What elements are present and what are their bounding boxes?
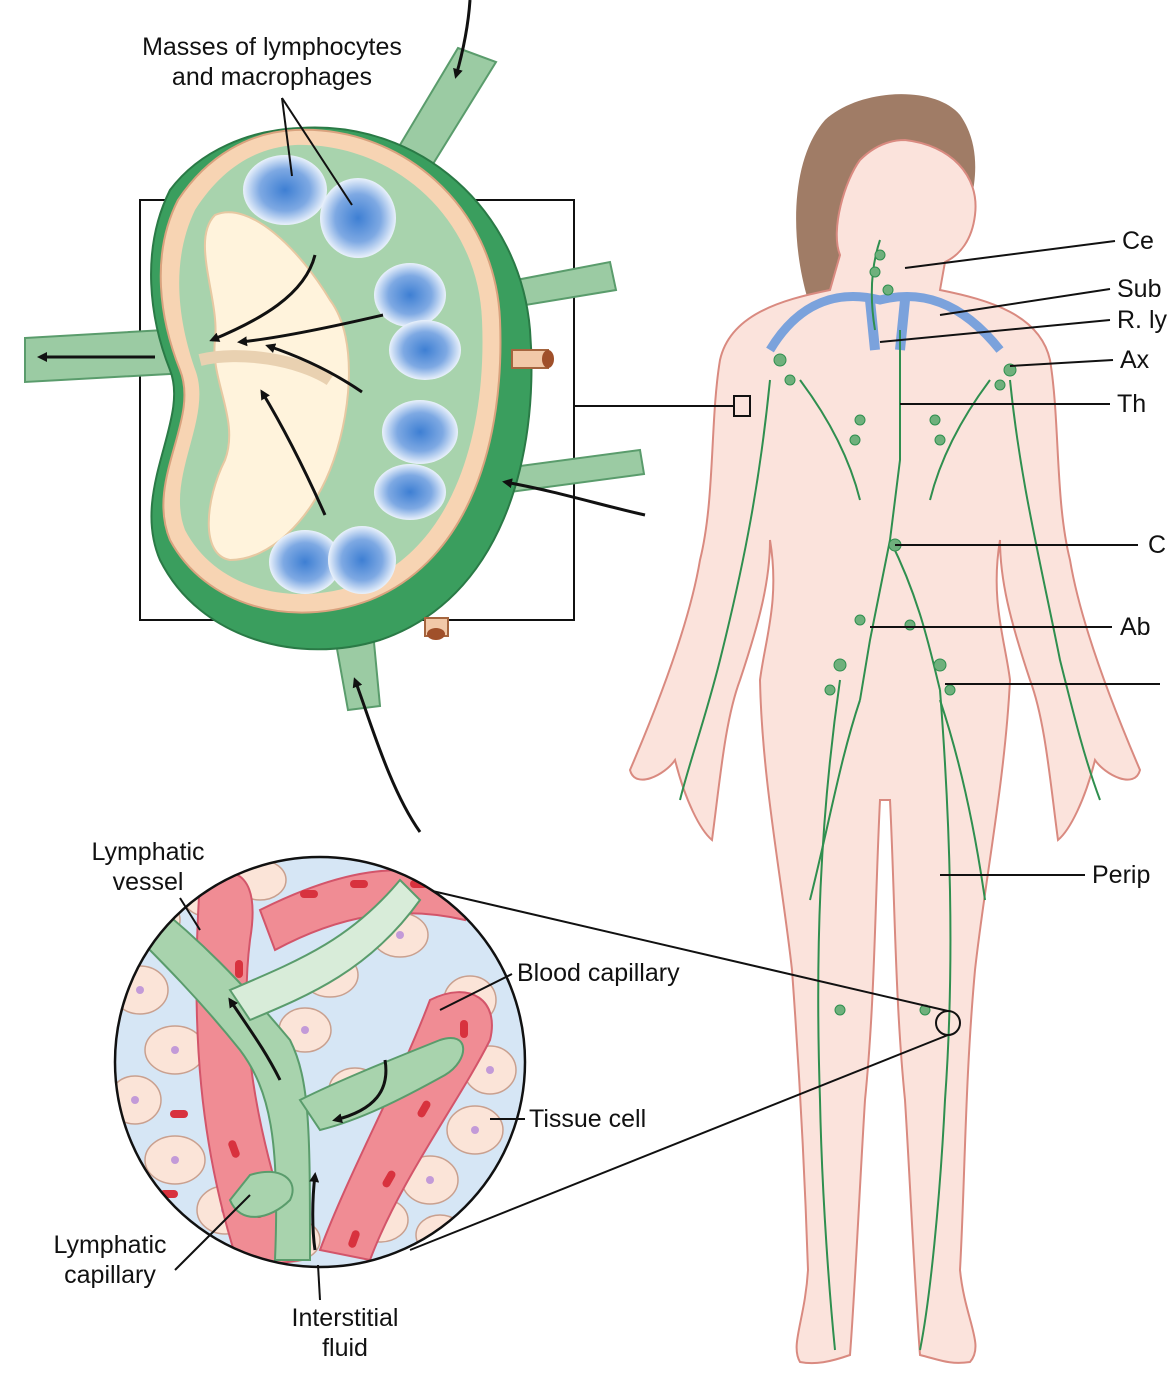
label-thoracic-duct: Th [1117,389,1146,419]
label-abdominal-nodes: Ab [1120,612,1151,642]
label-lymphatic-capillary: Lymphatic capillary [30,1230,190,1290]
label-blood-capillary: Blood capillary [517,958,680,988]
lymph-node-illustration [25,0,645,832]
label-right-lymphatic-duct: R. ly [1117,305,1167,335]
label-cervical-nodes: Ce [1122,226,1154,256]
label-axillary-nodes: Ax [1120,345,1149,375]
label-lymphatic-vessel: Lymphatic vessel [68,837,228,897]
label-subclavian-vein: Sub [1117,274,1161,304]
label-cisterna-chyli: C [1148,530,1166,560]
label-peripheral-vessels: Perip [1092,860,1150,890]
label-masses-of-lymphocytes: Masses of lymphocytes and macrophages [112,32,432,92]
label-interstitial-fluid: Interstitial fluid [265,1303,425,1363]
label-tissue-cell: Tissue cell [529,1104,646,1134]
